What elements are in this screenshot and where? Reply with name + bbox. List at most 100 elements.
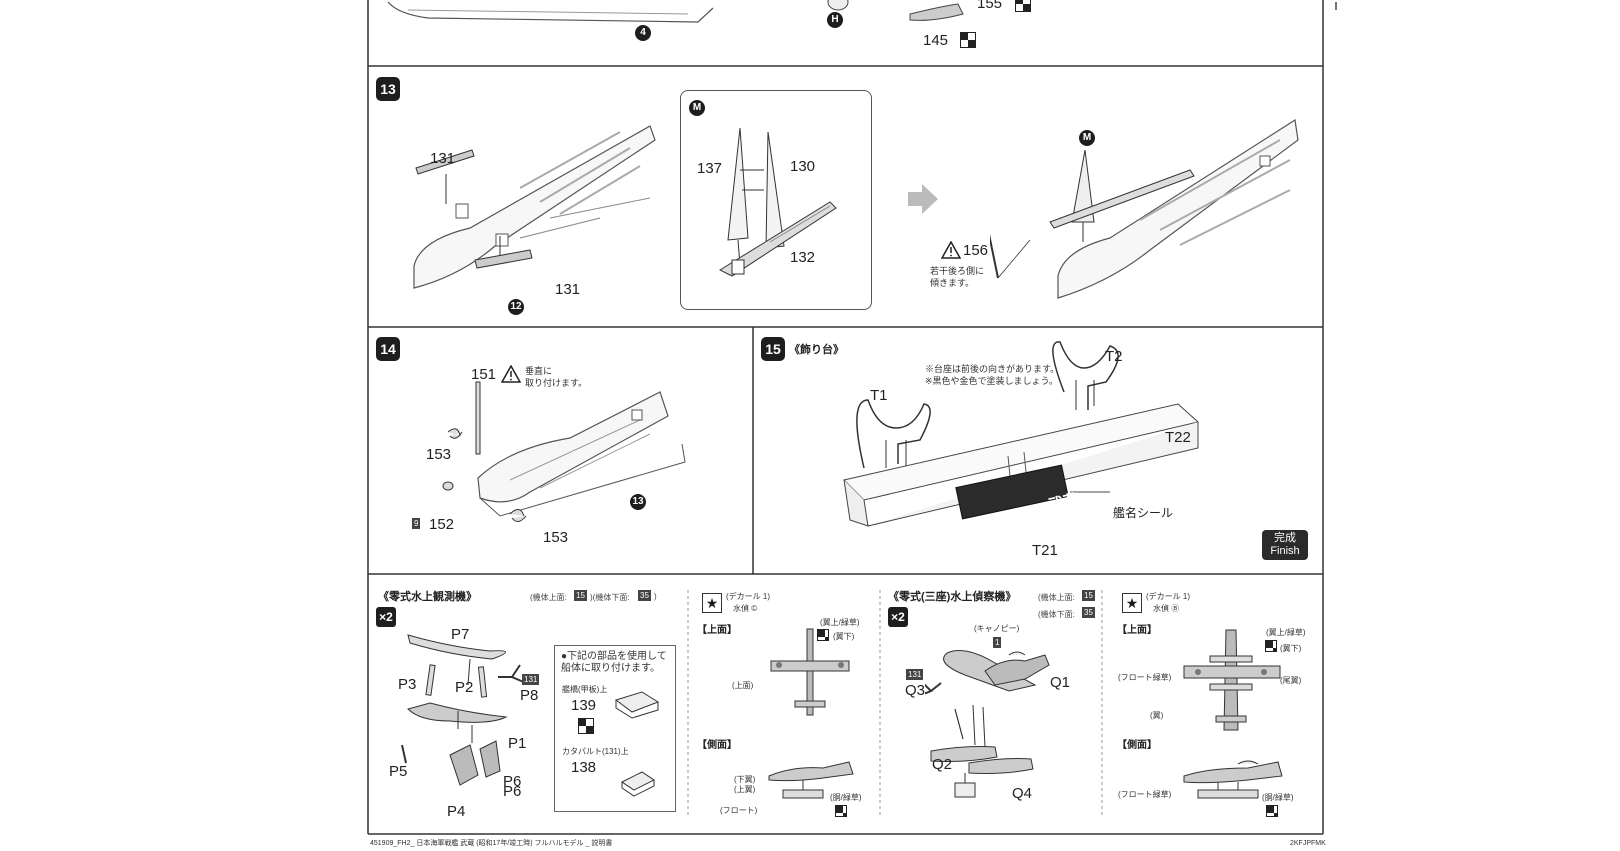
part-p5-label: P5 [389,763,408,780]
part-q4-label: Q4 [1012,785,1033,802]
decal2-lbl-float1: (フロート緑草) [1118,673,1172,682]
decal1-side-view-drawing [768,761,854,799]
decal1-lbl-fuselage: (胴/緑草) [830,793,862,802]
color-chip-icon [578,718,594,734]
part-151-label: 151 [471,366,497,383]
step-4-ref-badge: 4 [635,25,651,41]
decal1-head: (デカール 1) [726,592,770,601]
part-q2-label: Q2 [932,756,953,773]
plane1-x2-badge: ×2 [376,607,396,627]
plane2-color-top-badge: 15 [1082,590,1095,601]
display-stand-drawing [843,341,1200,527]
finish-jp-text: 完成 [1274,532,1296,544]
subassembly-m-badge: M [689,100,705,116]
part-132-label: 132 [790,249,816,266]
decal2-lbl-wing: (翼) [1150,711,1164,720]
decal2-head: (デカール 1) [1146,592,1190,601]
part-152-label: 152 [429,516,455,533]
part-t21-label: T21 [1032,542,1058,559]
caution-icon [941,241,961,259]
plane2-canopy-label: (キャノピー) [974,624,1020,633]
part-p6-label: P6 [503,773,522,790]
hull-bow-drawing [387,0,964,23]
plane2-color-bottom-badge: 35 [1082,607,1095,618]
plane1-title: 《零式水上観測機》 [378,591,477,603]
decal2-star-icon: ★ [1122,593,1142,613]
part-t22-label: T22 [1165,429,1191,446]
plane2-title: 《零式(三座)水上偵察機》 [888,591,1017,603]
color-chip-icon [817,629,829,641]
decal2-lbl-wingtop: (翼上/緑草) [1266,628,1306,637]
part-p7-label: P7 [451,626,470,643]
part-p2-label: P2 [455,679,474,696]
subassembly-m-box [680,90,872,310]
nameplate-seal-label: 艦名シール [1113,506,1174,520]
color-chip-icon [1266,805,1278,817]
part-h-ref-badge: H [827,12,843,28]
sprue-9-badge: 9 [412,518,421,529]
step-12-ref-badge: 12 [508,299,524,315]
decal1-lbl-wingbottom: (翼下) [833,632,855,641]
plane2-131-badge: 131 [906,669,924,680]
plane1-color-top-badge: 15 [574,590,587,601]
plane-cradle-138-drawing [621,771,655,797]
bow-deck-drawing [413,125,656,289]
part-131-label: 131 [555,281,581,298]
color-chip-icon [1265,640,1277,652]
stand-note: ※台座は前後の向きがあります。 ※黒色や金色で塗装しましょう。 [925,364,1060,386]
step-15-title: 《飾り台》 [789,344,844,356]
decal2-lbl-fuselage: (胴/緑草) [1262,793,1294,802]
decal2-lbl-tail: (尾翼) [1280,676,1302,685]
caution-icon [501,365,521,383]
plane1-131-badge: 131 [522,674,540,685]
mounting-info-l2: カタパルト(131)上 [562,747,629,756]
mast-m-badge: M [1079,130,1095,146]
color-chip-icon [960,32,976,48]
step-13-number: 13 [376,77,400,101]
decal1-top-title: 【上面】 [697,625,737,636]
plane2-color-top-label: (機体上面: [1038,593,1075,602]
plane-cradle-139-drawing [614,691,660,719]
decal1-lbl-float: (フロート) [720,806,758,815]
plane1-color-close: ) [654,592,657,601]
part-153-label: 153 [543,529,569,546]
part-p8-label: P8 [520,687,539,704]
part-p1-label: P1 [508,735,527,752]
decal1-lbl-side1: (下翼) [734,775,756,784]
decal1-star-icon: ★ [702,593,722,613]
color-chip-icon [835,805,847,817]
decal2-top-view-drawing [1183,629,1281,731]
part-145-label: 145 [923,32,949,49]
finish-badge: 完成 Finish [1262,530,1308,560]
mounting-info-box [554,645,676,812]
plane2-exploded-drawing [925,650,1050,798]
part-153-label: 153 [426,446,452,463]
plane1-color-bottom-label: )(機体下面: [590,593,630,602]
decal2-sub: 水偵 Ⓑ [1153,604,1180,613]
part-q3-label: Q3 [905,682,926,699]
finish-en-text: Finish [1270,545,1300,557]
decal2-lbl-float2: (フロート緑草) [1118,790,1172,799]
plane2-canopy-badge: 1 [993,637,1002,648]
step-15-number: 15 [761,337,785,361]
plane2-color-bottom-label: (機体下面: [1038,610,1075,619]
part-156-note: 若干後ろ側に 傾きます。 [930,266,985,288]
decal1-top-view-drawing [770,628,850,716]
bow-with-mast-drawing [990,118,1299,299]
part-151-note: 垂直に 取り付けます。 [525,366,588,388]
bow-fitting-drawing [442,381,686,522]
part-q1-label: Q1 [1050,674,1071,691]
decal1-side-title: 【側面】 [697,740,737,751]
decal2-side-title: 【側面】 [1117,740,1157,751]
decal2-side-view-drawing [1183,760,1283,799]
part-156-label: 156 [963,242,989,259]
part-155-label: 155 [977,0,1003,12]
mounting-info-text: ●下記の部品を使用して 船体に取り付けます。 [561,651,667,674]
decal1-lbl-wingtop: (翼上/緑草) [820,618,860,627]
part-p4-label: P4 [447,803,466,820]
part-131-label: 131 [430,150,456,167]
plane1-color-top-label: (機体上面: [530,593,567,602]
footer-right: 2KFJPFMK [1290,840,1326,847]
part-130-label: 130 [790,158,816,175]
